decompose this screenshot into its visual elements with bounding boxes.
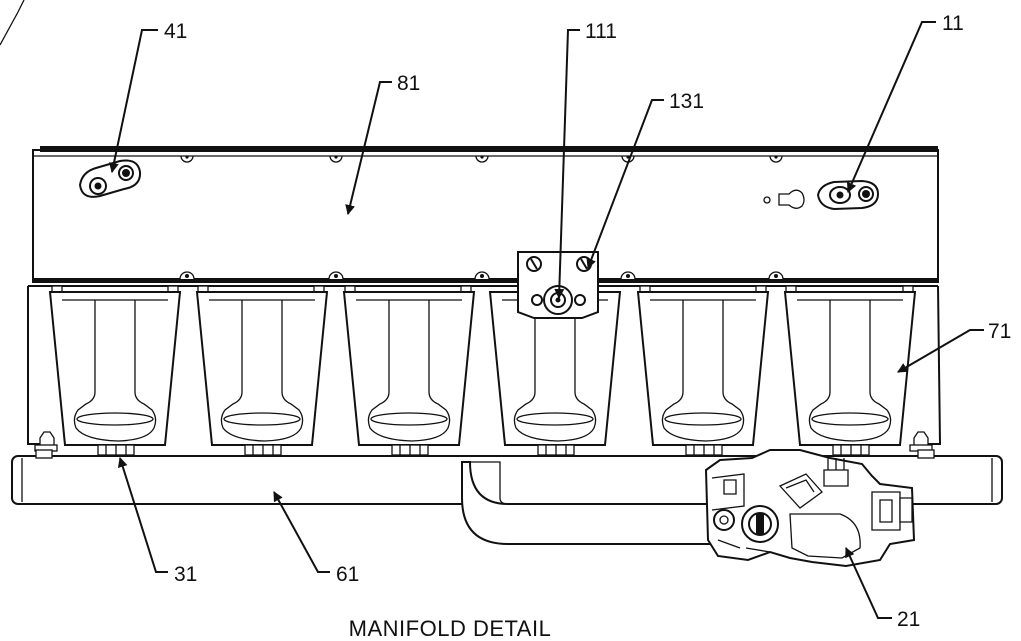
leader-31: [117, 457, 168, 573]
corner-stud-right: [909, 431, 933, 452]
burner-6: [783, 291, 917, 456]
leader-81: [345, 81, 392, 215]
diagram-caption: MANIFOLD DETAIL: [349, 616, 552, 641]
callout-131: 131: [669, 90, 704, 113]
burner-box-plate: [32, 149, 939, 283]
burner-5: [636, 291, 770, 456]
top-screw-bumps: [180, 155, 783, 163]
bottom-screw-bumps: [179, 271, 784, 280]
leader-21: [845, 547, 892, 619]
leader-111: [554, 29, 580, 299]
callout-111: 111: [585, 20, 617, 43]
burner-2: [195, 291, 329, 456]
corner-fragment: [0, 0, 25, 46]
callout-21: 21: [897, 608, 920, 631]
frame-tabs: [51, 285, 914, 295]
callout-71: 71: [988, 320, 1011, 343]
callout-41: 41: [164, 20, 187, 43]
leader-61: [273, 491, 330, 573]
gas-supply-elbow: [461, 461, 731, 545]
right-sensor-mount: [763, 179, 880, 211]
crossover-bracket: [517, 251, 599, 319]
leader-lines: [108, 21, 984, 619]
burner-box: [32, 146, 939, 283]
callout-11: 11: [942, 12, 964, 35]
leader-11: [847, 21, 936, 193]
leader-71: [897, 329, 984, 373]
burner-frame: [27, 285, 942, 445]
gas-valve: [704, 449, 916, 568]
left-sensor-mount: [78, 159, 142, 198]
burner-3: [342, 291, 476, 456]
burner-box-top-rail: [40, 146, 938, 152]
callout-labels: 41 81 111 131 11 71 31 61 21: [164, 12, 1011, 631]
corner-stud-left: [34, 431, 58, 452]
callout-81: 81: [397, 72, 420, 95]
leader-41: [108, 29, 158, 173]
burner-1: [48, 291, 182, 456]
callout-31: 31: [174, 563, 197, 586]
callout-61: 61: [336, 563, 359, 586]
leader-131: [586, 99, 664, 269]
